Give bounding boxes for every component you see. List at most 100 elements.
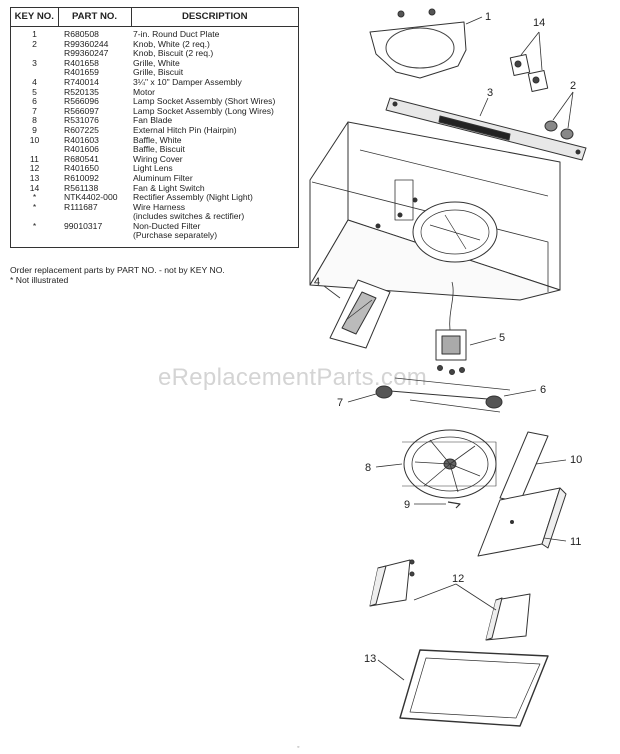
callout-2: 2 — [570, 80, 576, 92]
not-illustrated-note: * Not illustrated — [10, 275, 69, 285]
leader-line — [413, 583, 457, 601]
cell-description: Fan & Light Switch — [133, 182, 205, 193]
callout-9: 9 — [404, 499, 410, 511]
col-header-part: PART NO. — [57, 7, 132, 27]
cell-part-no: R401658 — [64, 57, 99, 68]
cell-description: Rectifier Assembly (Night Light) — [133, 192, 253, 203]
callout-4: 4 — [314, 276, 320, 288]
part-aluminum-filter — [399, 649, 549, 727]
cell-description: Grille, White — [133, 57, 180, 68]
cell-description: Baffle, Biscuit — [133, 144, 185, 155]
cell-description: Fan Blade — [133, 115, 173, 126]
cell-part-no: R561138 — [64, 182, 99, 193]
cell-description: Motor — [133, 86, 155, 97]
leader-line — [543, 537, 567, 542]
cell-part-no: NTK4402-000 — [64, 192, 118, 203]
cell-description: External Hitch Pin (Hairpin) — [133, 124, 237, 135]
callout-10: 10 — [570, 454, 582, 466]
cell-description: Aluminum Filter — [133, 172, 193, 183]
table-row: 10 R401603 Baffle, White — [11, 134, 299, 146]
cell-part-no: R99360247 — [64, 48, 109, 59]
cell-key-no: 3 — [32, 57, 37, 68]
cell-part-no: R401659 — [64, 67, 99, 78]
callout-14: 14 — [533, 17, 545, 29]
leader-line — [323, 285, 341, 299]
cell-description: Light Lens — [133, 163, 173, 174]
leader-line — [535, 459, 567, 465]
cell-key-no: 12 — [29, 163, 40, 174]
leader-line — [552, 91, 574, 121]
callout-5: 5 — [499, 332, 505, 344]
leader-line — [377, 659, 405, 681]
cell-part-no: R401650 — [64, 163, 99, 174]
cell-part-no: R401603 — [64, 134, 99, 145]
cell-key-no: 5 — [32, 86, 37, 97]
cell-key-no: 2 — [32, 38, 37, 49]
part-fan-blade — [402, 429, 497, 499]
cell-part-no: R566097 — [64, 105, 99, 116]
col-header-key: KEY NO. — [10, 7, 59, 27]
callout-1: 1 — [485, 11, 491, 23]
cell-part-no: R566096 — [64, 96, 99, 107]
callout-8: 8 — [365, 462, 371, 474]
cell-part-no: R607225 — [64, 124, 99, 135]
page-dot: ◦ — [297, 744, 300, 751]
cell-description: Baffle, White — [133, 134, 182, 145]
cell-key-no: 4 — [32, 76, 37, 87]
callout-7: 7 — [337, 397, 343, 409]
table-row: 14 R561138 Fan & Light Switch — [11, 182, 299, 194]
leader-line — [567, 91, 574, 129]
leader-line — [538, 31, 543, 71]
cell-description: Knob, White (2 req.) — [133, 38, 210, 49]
part-knobs — [544, 120, 574, 140]
leader-line — [465, 16, 483, 25]
cell-part-no: R111687 — [64, 201, 98, 212]
callout-11: 11 — [570, 536, 581, 548]
leader-line — [347, 393, 377, 403]
range-hood-body — [309, 121, 561, 301]
cell-description: Wire Harness — [133, 201, 186, 212]
cell-description: Knob, Biscuit (2 req.) — [133, 48, 214, 59]
table-row: 1 R680508 7-in. Round Duct Plate — [11, 27, 299, 40]
cell-key-no: 14 — [29, 182, 40, 193]
order-note: Order replacement parts by PART NO. - no… — [10, 265, 225, 275]
cell-key-no: 10 — [29, 134, 40, 145]
table-row: R99360247 Knob, Biscuit (2 req.) — [11, 49, 299, 59]
part-hitch-pin — [447, 501, 461, 509]
callout-3: 3 — [487, 87, 493, 99]
cell-key-no: * — [32, 201, 37, 212]
table-row: (Purchase separately) — [11, 231, 299, 247]
part-motor — [435, 281, 467, 375]
cell-key-no: 1 — [32, 29, 37, 39]
part-light-lenses — [369, 559, 531, 641]
cell-description: Non-Ducted Filter — [133, 220, 201, 231]
cell-part-no: R610092 — [64, 172, 99, 183]
table-row: (includes switches & rectifier) — [11, 212, 299, 222]
part-damper-assembly — [329, 279, 391, 349]
leader-line — [455, 583, 497, 611]
cell-description: 7-in. Round Duct Plate — [133, 29, 220, 39]
leader-line — [520, 31, 540, 56]
cell-key-no: 7 — [32, 105, 37, 116]
part-duct-plate — [369, 8, 467, 79]
part-wiring-cover — [477, 487, 567, 557]
table-row: 12 R401650 Light Lens — [11, 164, 299, 174]
table-header-row: KEY NO. PART NO. DESCRIPTION — [10, 7, 299, 27]
cell-part-no: R680508 — [64, 29, 99, 39]
callout-6: 6 — [540, 384, 546, 396]
cell-description: (includes switches & rectifier) — [133, 211, 245, 222]
leader-line — [469, 337, 497, 346]
cell-description: Lamp Socket Assembly (Long Wires) — [133, 105, 274, 116]
callout-13: 13 — [364, 653, 376, 665]
cell-key-no: 11 — [30, 153, 39, 164]
